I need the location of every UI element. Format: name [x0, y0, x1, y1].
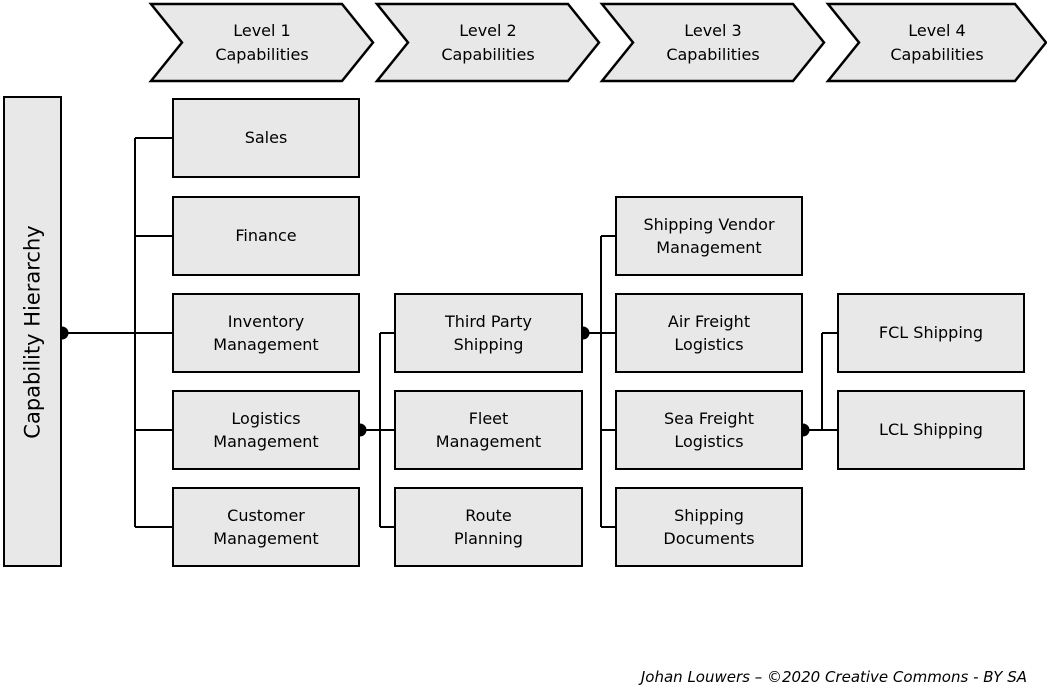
level-3-header-label: Level 3 Capabilities — [666, 21, 760, 64]
node-finance: Finance — [172, 196, 360, 276]
level-2-header-label: Level 2 Capabilities — [441, 21, 535, 64]
node-lcl-shipping: LCL Shipping — [837, 390, 1025, 470]
node-logistics-management: Logistics Management — [172, 390, 360, 470]
level-1-arrow-shape — [148, 2, 375, 83]
footer-credit: Johan Louwers – ©2020 Creative Commons -… — [640, 668, 1027, 686]
level-2-arrow-shape — [374, 2, 601, 83]
capability-hierarchy-label: Capability Hierarchy — [20, 224, 45, 439]
level-3-arrow-shape — [599, 2, 826, 83]
node-air-freight-logistics: Air Freight Logistics — [615, 293, 803, 373]
node-shipping-documents: Shipping Documents — [615, 487, 803, 567]
connector-root-to-level1 — [62, 137, 172, 528]
level-header-arrows — [148, 2, 1047, 83]
node-fcl-shipping: FCL Shipping — [837, 293, 1025, 373]
level-4-arrow-shape — [825, 2, 1047, 83]
node-sales: Sales — [172, 98, 360, 178]
node-shipping-vendor-management: Shipping Vendor Management — [615, 196, 803, 276]
node-fleet-management: Fleet Management — [394, 390, 583, 470]
connector-thirdparty-to-level3 — [583, 235, 615, 528]
node-capability-hierarchy: Capability Hierarchy — [3, 96, 62, 567]
connector-lines — [62, 137, 837, 528]
node-sea-freight-logistics: Sea Freight Logistics — [615, 390, 803, 470]
connector-logistics-to-level2 — [360, 332, 394, 528]
node-route-planning: Route Planning — [394, 487, 583, 567]
level-1-header-label: Level 1 Capabilities — [215, 21, 309, 64]
node-third-party-shipping: Third Party Shipping — [394, 293, 583, 373]
node-customer-management: Customer Management — [172, 487, 360, 567]
node-inventory-management: Inventory Management — [172, 293, 360, 373]
level-4-header-label: Level 4 Capabilities — [890, 21, 984, 64]
connector-seafreight-to-level4 — [803, 332, 837, 431]
